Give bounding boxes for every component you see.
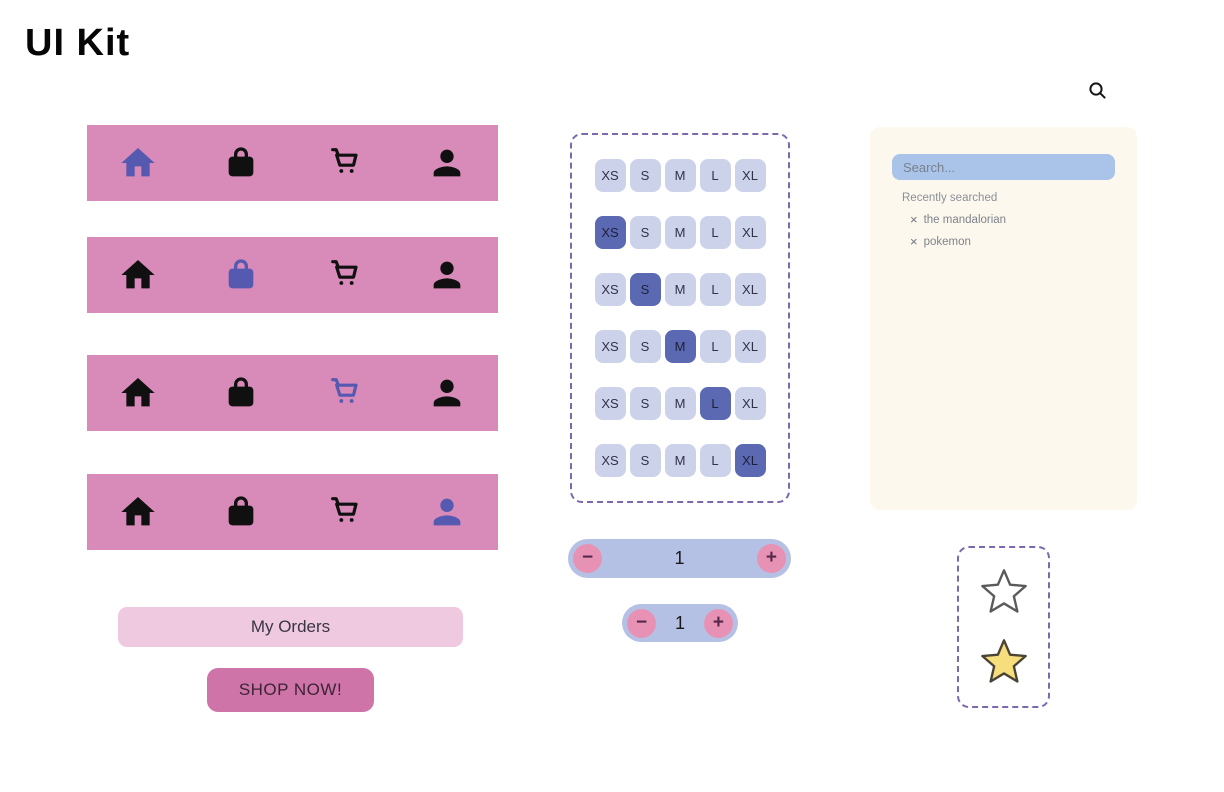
recent-list: × the mandalorian × pokemon [910, 213, 1006, 248]
size-chip-m[interactable]: M [664, 159, 696, 192]
navbar [87, 237, 498, 313]
size-chip-xl[interactable]: XL [734, 444, 766, 477]
size-chip-m[interactable]: M [664, 330, 696, 363]
recent-item-label: the mandalorian [923, 213, 1007, 226]
size-chip-m[interactable]: M [664, 273, 696, 306]
size-chip-xs[interactable]: XS [594, 216, 626, 249]
recent-item-label: pokemon [923, 235, 971, 248]
size-chip-xs[interactable]: XS [594, 387, 626, 420]
size-chip-l[interactable]: L [699, 387, 731, 420]
home-icon[interactable] [87, 255, 190, 295]
navbar [87, 474, 498, 550]
size-chip-xs[interactable]: XS [594, 159, 626, 192]
star-filled-icon[interactable] [978, 636, 1030, 688]
remove-icon[interactable]: × [910, 234, 918, 249]
size-chip-xs[interactable]: XS [594, 273, 626, 306]
person-icon[interactable] [395, 373, 498, 413]
size-chip-s[interactable]: S [629, 216, 661, 249]
person-icon[interactable] [395, 143, 498, 183]
size-chip-s[interactable]: S [629, 444, 661, 477]
size-chip-l[interactable]: L [699, 273, 731, 306]
size-chip-xs[interactable]: XS [594, 444, 626, 477]
quantity-stepper-compact: − 1 + [622, 604, 738, 642]
size-chip-m[interactable]: M [664, 444, 696, 477]
size-chip-l[interactable]: L [699, 330, 731, 363]
plus-button[interactable]: + [756, 544, 786, 573]
quantity-value: 1 [674, 612, 685, 633]
person-icon[interactable] [395, 255, 498, 295]
size-chip-l[interactable]: L [699, 159, 731, 192]
cart-icon[interactable] [293, 492, 396, 532]
size-chip-xl[interactable]: XL [734, 273, 766, 306]
minus-button[interactable]: − [573, 544, 602, 573]
recent-label: Recently searched [902, 192, 998, 204]
home-icon[interactable] [87, 492, 190, 532]
quantity-stepper-wide: − 1 + [568, 539, 791, 578]
star-empty-icon[interactable] [978, 566, 1030, 618]
navbar-group [87, 125, 498, 550]
size-chip-xs[interactable]: XS [594, 330, 626, 363]
bag-icon[interactable] [190, 492, 293, 532]
my-orders-button[interactable]: My Orders [118, 607, 463, 647]
plus-button[interactable]: + [703, 608, 733, 638]
size-chip-s[interactable]: S [629, 159, 661, 192]
person-icon[interactable] [395, 492, 498, 532]
search-panel: Recently searched × the mandalorian × pokem… [870, 127, 1137, 510]
cart-icon[interactable] [293, 255, 396, 295]
search-input[interactable] [892, 154, 1115, 180]
size-chip-s[interactable]: S [629, 273, 661, 306]
navbar [87, 125, 498, 201]
home-icon[interactable] [87, 143, 190, 183]
size-chip-m[interactable]: M [664, 387, 696, 420]
size-chip-xl[interactable]: XL [734, 216, 766, 249]
bag-icon[interactable] [190, 143, 293, 183]
home-icon[interactable] [87, 373, 190, 413]
size-chip-l[interactable]: L [699, 444, 731, 477]
minus-button[interactable]: − [627, 608, 656, 638]
cart-icon[interactable] [293, 373, 396, 413]
app-logo: UI Kit [25, 22, 131, 64]
remove-icon[interactable]: × [910, 212, 918, 227]
size-chip-l[interactable]: L [699, 216, 731, 249]
size-chip-xl[interactable]: XL [734, 159, 766, 192]
shop-now-button[interactable]: SHOP NOW! [207, 668, 374, 712]
bag-icon[interactable] [190, 255, 293, 295]
size-chip-xl[interactable]: XL [734, 330, 766, 363]
recent-item[interactable]: × the mandalorian [910, 213, 1006, 226]
navbar [87, 355, 498, 431]
recent-item[interactable]: × pokemon [910, 235, 1006, 248]
cart-icon[interactable] [293, 143, 396, 183]
bag-icon[interactable] [190, 373, 293, 413]
search-icon[interactable] [1086, 79, 1110, 103]
quantity-value: 1 [674, 548, 685, 568]
size-chip-s[interactable]: S [629, 387, 661, 420]
size-chip-xl[interactable]: XL [734, 387, 766, 420]
rating-widget [957, 546, 1050, 708]
size-chip-m[interactable]: M [664, 216, 696, 249]
size-chip-s[interactable]: S [629, 330, 661, 363]
